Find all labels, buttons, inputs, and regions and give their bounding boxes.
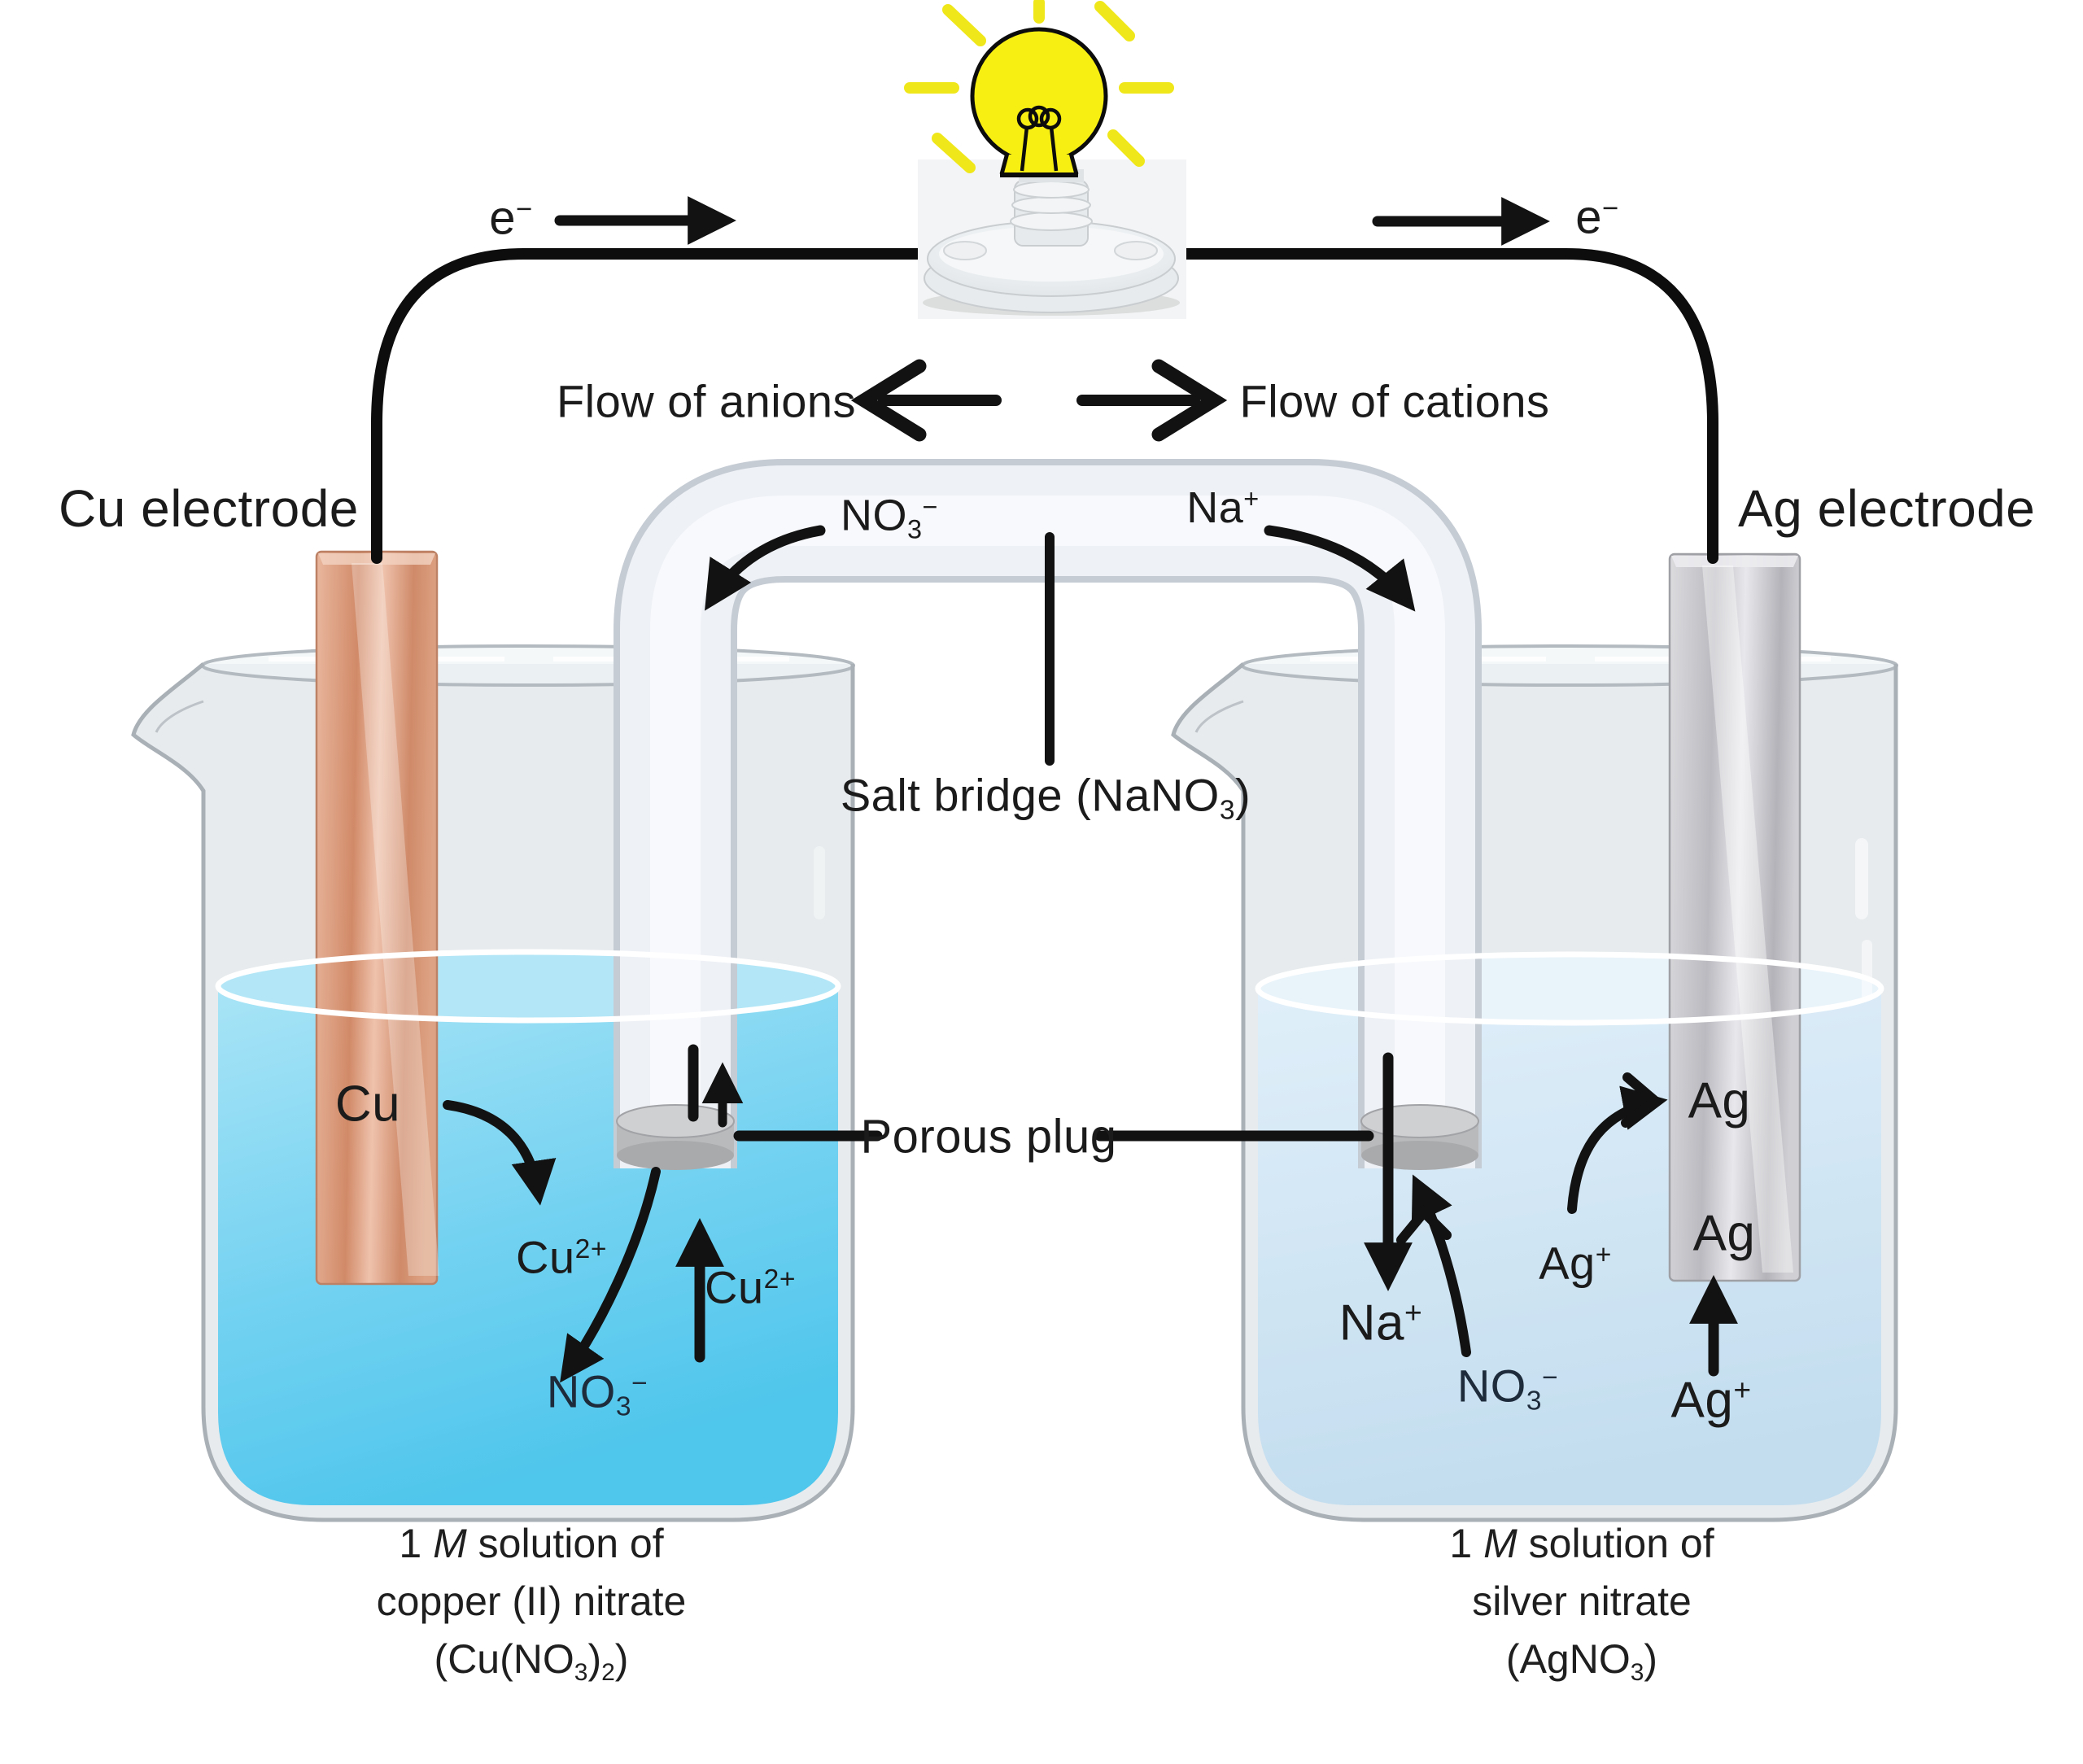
caption-line: 1 M solution of	[399, 1521, 664, 1566]
ag-plus-flow-label: Ag+	[1539, 1237, 1612, 1289]
flow-of-anions-label: Flow of anions	[556, 375, 857, 427]
caption-line: (AgNO3)	[1505, 1636, 1658, 1686]
porous-plug-label: Porous plug	[860, 1110, 1117, 1164]
bridge-anion-arrow	[705, 525, 826, 611]
ag-deposit-label: Ag	[1688, 1072, 1751, 1129]
ag-electrode-label: Ag electrode	[1738, 479, 2036, 538]
ag-plate-arrow	[1567, 1085, 1668, 1214]
cation-flow-arrowhead	[1151, 359, 1228, 442]
copper-electrode	[315, 550, 439, 1286]
circuit-wire	[371, 248, 1718, 564]
no3-left-label: NO3−	[546, 1365, 648, 1422]
porous-plug-left	[616, 1104, 735, 1170]
glass-highlights	[814, 838, 1872, 1001]
ag-on-electrode-label: Ag	[1692, 1205, 1756, 1262]
na-label: Na+	[1338, 1295, 1423, 1351]
caption-line: (Cu(NO3)2)	[434, 1636, 629, 1686]
no3-release-arrow	[560, 1167, 661, 1383]
porous-plug-right	[1360, 1104, 1479, 1170]
bridge-cation-arrow	[1264, 525, 1416, 612]
silver-electrode	[1668, 552, 1801, 1282]
ag-plus-bottom-label: Ag+	[1670, 1372, 1752, 1429]
water-surface-lines	[215, 949, 1884, 1026]
bridge-cation-label: Na+	[1186, 483, 1260, 532]
salt-bridge-label: Salt bridge (NaNO3)	[840, 769, 1251, 826]
bulb-filament	[1016, 105, 1062, 172]
cu-oxidation-arrow	[443, 1100, 557, 1206]
annotation-arrows	[443, 196, 1738, 1383]
electron-label-left: e−	[489, 191, 533, 245]
right-beaker-caption: 1 M solution of silver nitrate (AgNO3)	[1449, 1515, 1714, 1691]
light-rays	[904, 0, 1174, 173]
ag-plate-chevron	[1621, 1072, 1663, 1128]
left-beaker-caption: 1 M solution of copper (II) nitrate (Cu(…	[377, 1515, 687, 1691]
no3-up-arrow	[1411, 1174, 1471, 1357]
no3-up-chevron	[1396, 1205, 1452, 1245]
cu-label: Cu	[334, 1076, 401, 1133]
cu2-tube-label: Cu2+	[705, 1261, 796, 1313]
bridge-anion-label: NO3−	[841, 491, 938, 544]
no3-right-label: NO3−	[1456, 1360, 1559, 1417]
anion-flow-arrowhead	[850, 359, 927, 442]
light-bulb-base	[918, 159, 1186, 319]
caption-line: 1 M solution of	[1449, 1521, 1714, 1566]
beaker-outlines	[131, 662, 1898, 1522]
copper-nitrate-solution	[218, 952, 838, 1505]
light-bulb-icon	[904, 0, 1174, 177]
cu2-ion-label: Cu2+	[516, 1231, 607, 1283]
electron-label-right: e−	[1575, 190, 1619, 244]
caption-line: silver nitrate	[1472, 1578, 1692, 1624]
caption-line: copper (II) nitrate	[376, 1578, 687, 1624]
cu-electrode-label: Cu electrode	[59, 479, 359, 538]
flow-of-cations-label: Flow of cations	[1239, 375, 1550, 427]
